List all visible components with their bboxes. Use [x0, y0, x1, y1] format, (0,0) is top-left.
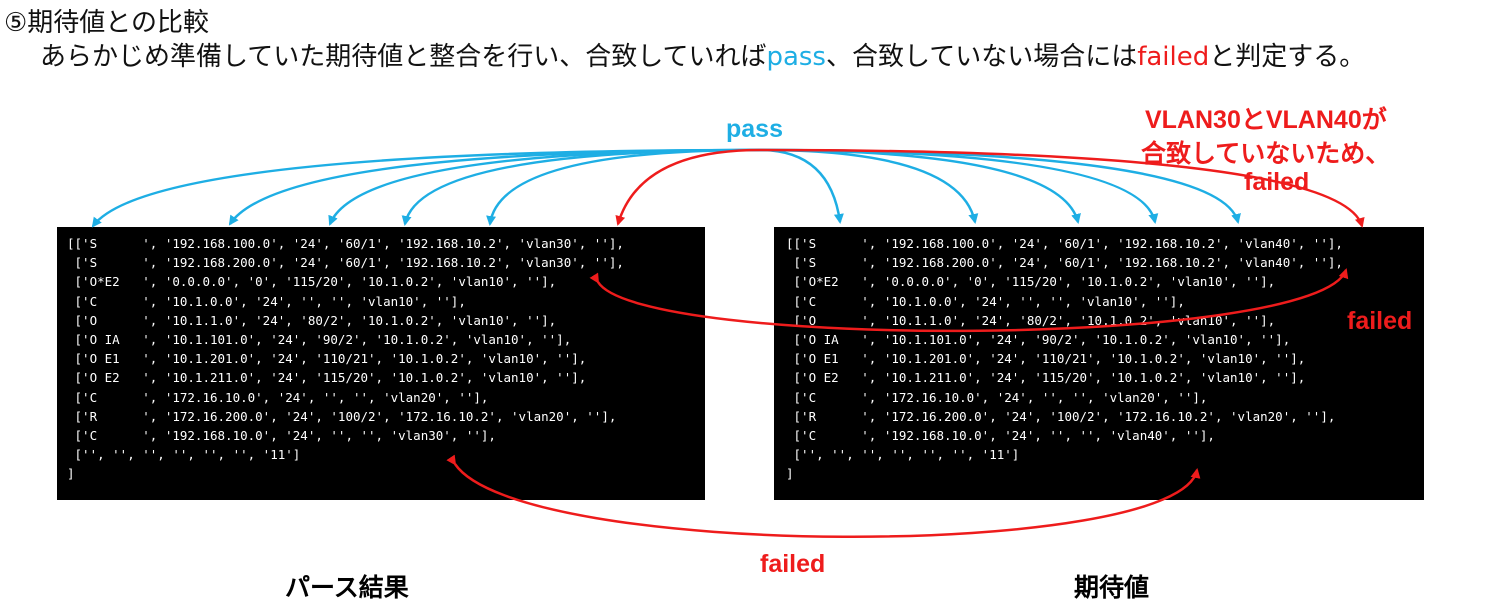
failed-term: failed: [1137, 42, 1210, 72]
code-line: [['S ', '192.168.100.0', '24', '60/1', '…: [67, 236, 624, 251]
code-line: ['C ', '192.168.10.0', '24', '', '', 'vl…: [67, 428, 496, 444]
failed-label-middle: failed: [1347, 307, 1413, 335]
failed-label-bottom: failed: [760, 550, 826, 578]
code-line: ['C ', '192.168.10.0', '24', '', '', 'vl…: [786, 428, 1215, 444]
pass-arrow-right-3: [759, 148, 1081, 224]
description-part1: あらかじめ準備していた期待値と整合を行い、合致していれば: [40, 42, 767, 72]
parse-result-caption: パース結果: [285, 573, 409, 602]
failed-arrow-top-left: [615, 148, 761, 226]
code-line: ['O E2 ', '10.1.211.0', '24', '115/20', …: [67, 370, 587, 386]
code-line: ['O IA ', '10.1.101.0', '24', '90/2', '1…: [786, 332, 1291, 348]
code-line: ['S ', '192.168.200.0', '24', '60/1', '1…: [786, 255, 1343, 271]
pass-term: pass: [766, 42, 826, 72]
code-line: ['C ', '10.1.0.0', '24', '', '', 'vlan10…: [786, 293, 1185, 309]
code-line: ['O ', '10.1.1.0', '24', '80/2', '10.1.0…: [67, 312, 557, 328]
failed-arrow-middle: [589, 268, 1349, 333]
code-line: ['O E1 ', '10.1.201.0', '24', '110/21', …: [67, 351, 587, 367]
code-line: ['O IA ', '10.1.101.0', '24', '90/2', '1…: [67, 332, 572, 348]
pass-arrow-right-1: [759, 148, 844, 224]
pass-arrow-left-5: [486, 148, 761, 226]
expected-value-caption: 期待値: [1074, 573, 1150, 602]
code-line: ['R ', '172.16.200.0', '24', '100/2', '1…: [786, 408, 1336, 424]
code-line: ['O ', '10.1.1.0', '24', '80/2', '10.1.0…: [786, 312, 1276, 328]
code-line: ['S ', '192.168.200.0', '24', '60/1', '1…: [67, 255, 624, 271]
code-line: ]: [67, 466, 75, 482]
failed-arrow-top-right: [759, 148, 1365, 228]
description: あらかじめ準備していた期待値と整合を行い、合致していればpass、合致していない…: [4, 38, 1492, 76]
code-line: ['C ', '10.1.0.0', '24', '', '', 'vlan10…: [67, 293, 466, 309]
code-line: ['C ', '172.16.10.0', '24', '', '', 'vla…: [67, 389, 489, 405]
code-line: ['', '', '', '', '', '', '11']: [67, 447, 301, 463]
code-line: ['C ', '172.16.10.0', '24', '', '', 'vla…: [786, 389, 1208, 405]
failed-arrow-bottom: [446, 454, 1201, 538]
code-line: ['O E1 ', '10.1.201.0', '24', '110/21', …: [786, 351, 1306, 367]
description-part3: と判定する。: [1209, 42, 1366, 72]
code-line: ['O*E2 ', '0.0.0.0', '0', '115/20', '10.…: [67, 274, 557, 290]
vlan-note-line1: VLAN30とVLAN40が: [1145, 106, 1387, 134]
pass-arrow-group: [91, 148, 1241, 228]
failed-arrow-group: [446, 148, 1365, 538]
code-line: ['O E2 ', '10.1.211.0', '24', '115/20', …: [786, 370, 1306, 386]
code-line: [['S ', '192.168.100.0', '24', '60/1', '…: [786, 236, 1343, 251]
vlan-note-line3: failed: [1244, 168, 1310, 196]
description-part2: 、合致していない場合には: [825, 42, 1138, 72]
code-line: ['R ', '172.16.200.0', '24', '100/2', '1…: [67, 408, 617, 424]
section-heading: ⑤期待値との比較: [4, 8, 210, 38]
vlan-note-line2: 合致していないため、: [1141, 140, 1391, 168]
pass-arrow-left-1: [91, 148, 761, 228]
pass-label: pass: [726, 115, 783, 143]
